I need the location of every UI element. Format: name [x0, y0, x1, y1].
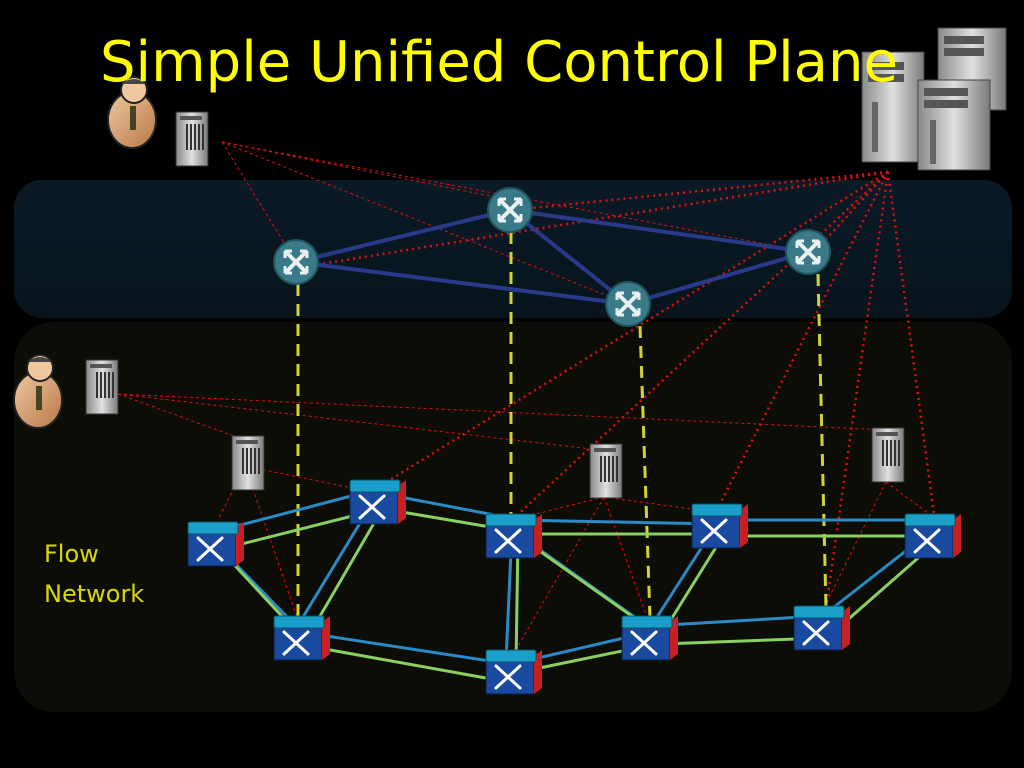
slice-controllers [85, 111, 905, 499]
unified-controller-cluster [861, 27, 1007, 171]
openflow-switch-icon [187, 521, 244, 567]
openflow-switch-icon [691, 503, 748, 549]
layer-mapping-dashes [296, 232, 828, 619]
server-icon [871, 427, 905, 483]
openflow-switch-icon [904, 513, 961, 559]
openflow-switch-icon [621, 615, 678, 661]
flow-label-line2: Network [44, 580, 145, 608]
openflow-switch-icon [793, 605, 850, 651]
openflow-switch-icon [273, 615, 330, 661]
router-icon [605, 281, 651, 327]
router-icon [273, 239, 319, 285]
virtual-links [295, 208, 809, 306]
flow-network-label: Flow Network [44, 534, 144, 614]
server-icon [85, 359, 119, 415]
operator-controller-lines [117, 141, 933, 661]
server-icon [231, 435, 265, 491]
server-icon [175, 111, 209, 167]
openflow-switch-icon [485, 513, 542, 559]
person-icon [107, 76, 157, 149]
server-icon [861, 51, 925, 163]
flow-switches [187, 479, 961, 695]
router-icon [487, 187, 533, 233]
openflow-switch-icon [349, 479, 406, 525]
flow-label-line1: Flow [44, 540, 99, 568]
openflow-switch-icon [485, 649, 542, 695]
server-icon [589, 443, 623, 499]
person-icon [13, 354, 63, 429]
slide-title: Simple Unified Control Plane [100, 30, 898, 95]
virtual-layer-band [14, 180, 1012, 318]
router-icon [785, 229, 831, 275]
virtual-routers [273, 187, 831, 327]
server-icon [917, 79, 991, 171]
